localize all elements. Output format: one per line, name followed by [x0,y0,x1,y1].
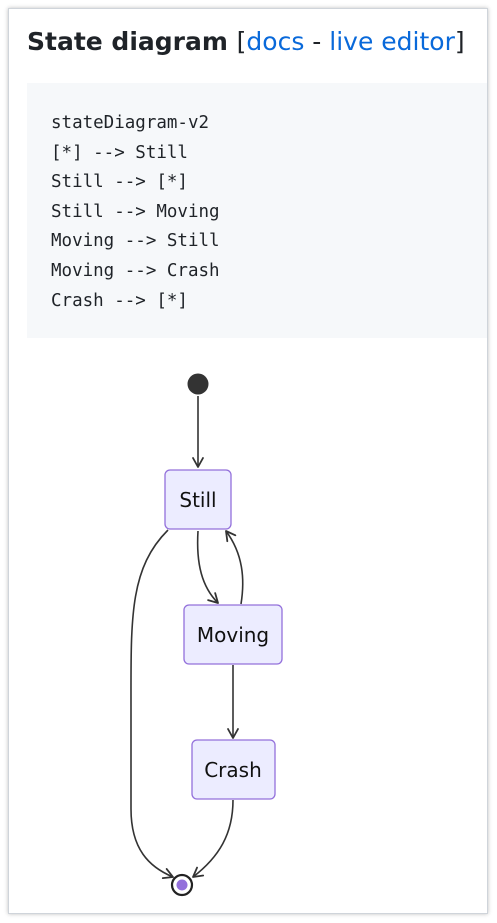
diagram-card: State diagram [docs - live editor] state… [8,8,488,914]
close-bracket: ] [454,27,465,56]
code-line: Still --> [*] [51,172,188,193]
code-line: Still --> Moving [51,201,220,222]
start-node [187,373,209,395]
docs-link[interactable]: docs [246,27,305,56]
state-crash-label: Crash [204,758,262,782]
edge-moving-to-still [225,530,244,605]
page-title: State diagram [docs - live editor] [27,25,465,59]
live-editor-link[interactable]: live editor [329,27,455,56]
edge-still-to-moving [196,530,219,604]
state-diagram: Still Moving Crash [130,373,283,897]
state-moving-label: Moving [197,623,269,647]
end-node [170,873,194,897]
title-text: State diagram [27,27,228,56]
link-separator: - [304,27,330,56]
code-line: Crash --> [*] [51,290,188,311]
state-crash [191,739,276,800]
edge-crash-to-end [192,799,234,878]
open-bracket: [ [236,27,247,56]
code-line: [*] --> Still [51,142,188,163]
state-still [164,469,232,530]
code-block: stateDiagram-v2 [*] --> Still Still --> … [27,83,487,338]
state-still-label: Still [179,488,216,512]
code-line: Moving --> Still [51,231,220,252]
state-moving [183,604,283,665]
code-line: stateDiagram-v2 [51,113,210,133]
edge-still-to-end [130,529,174,880]
code-line: Moving --> Crash [51,260,220,281]
